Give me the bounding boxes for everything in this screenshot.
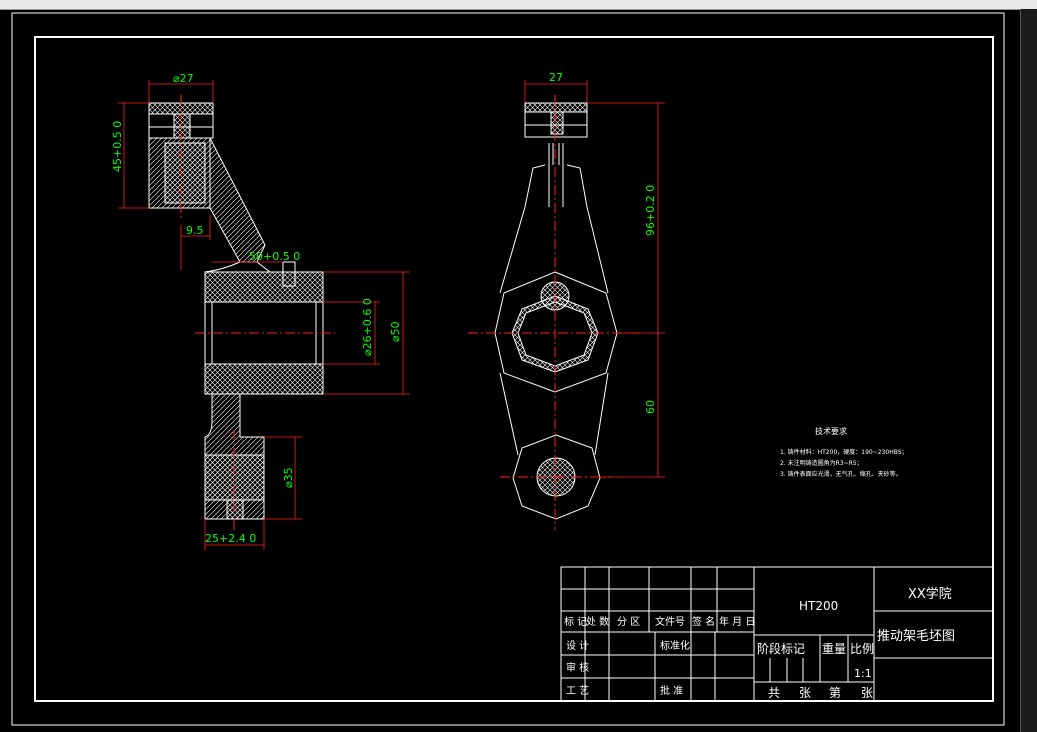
row-standard: 标准化 — [660, 639, 690, 652]
left-section-view — [148, 95, 335, 530]
tech-notes-title: 技术要求 — [815, 426, 847, 436]
school-name: XX学院 — [908, 586, 952, 602]
window-toolbar-strip — [0, 0, 1037, 10]
header-zone: 分 区 — [617, 616, 640, 628]
dim-left-hub-dia: ⌀50 — [389, 321, 402, 342]
right-dimension-lines — [524, 80, 665, 478]
dim-left-bore: ⌀26+0.6 0 — [361, 298, 374, 356]
header-doc-no: 文件号 — [655, 615, 685, 628]
dim-left-bottom-height: ⌀35 — [282, 467, 295, 488]
header-stage: 阶段标记 — [757, 641, 805, 656]
sheet-number: 第 — [829, 686, 841, 700]
header-mark: 标 记 — [564, 616, 587, 628]
row-design: 设 计 — [566, 639, 589, 652]
title-block-grid — [560, 566, 994, 702]
header-sign: 签 名 — [692, 615, 715, 628]
material-label: HT200 — [799, 599, 838, 613]
drawing-name: 推动架毛坯图 — [877, 629, 955, 644]
dim-left-hub-width: 50+0.5 0 — [249, 250, 300, 263]
header-date: 年 月 日 — [719, 615, 755, 628]
dim-right-top-width: 27 — [549, 71, 563, 84]
row-review: 审 核 — [566, 661, 589, 674]
tech-note-line: 1. 铸件材料：HT200，硬度：190~230HBS； — [780, 448, 908, 456]
dim-left-top-width: ⌀27 — [173, 72, 194, 85]
dim-right-upper-length: 96+0.2 0 — [644, 185, 657, 236]
sheet-sheets1: 张 — [799, 686, 811, 700]
tech-note-line: 3. 铸件表面应光滑，无气孔、缩孔、夹砂等。 — [780, 470, 902, 478]
right-front-view — [468, 95, 640, 530]
vertical-scrollbar[interactable] — [1020, 9, 1037, 732]
row-process: 工 艺 — [566, 685, 589, 697]
sheet-sheets2: 张 — [861, 686, 873, 700]
dim-left-bottom-width: 25+2.4 0 — [205, 532, 256, 545]
scale-value: 1:1 — [854, 667, 872, 680]
left-dimension-lines — [118, 80, 410, 550]
dim-left-height: 45+0.5 0 — [111, 121, 124, 172]
dim-left-offset: 9.5 — [186, 224, 204, 237]
sheet-total: 共 — [768, 686, 780, 700]
tech-note-line: 2. 未注明铸造圆角为R3~R5； — [780, 459, 863, 467]
inner-border — [34, 36, 994, 702]
header-weight: 重量 — [822, 642, 846, 656]
outer-frame — [11, 12, 1005, 726]
header-count: 处 数 — [586, 615, 609, 628]
row-approve: 批 准 — [660, 684, 683, 697]
dim-right-lower-length: 60 — [644, 400, 657, 414]
header-scale: 比例 — [850, 642, 874, 656]
